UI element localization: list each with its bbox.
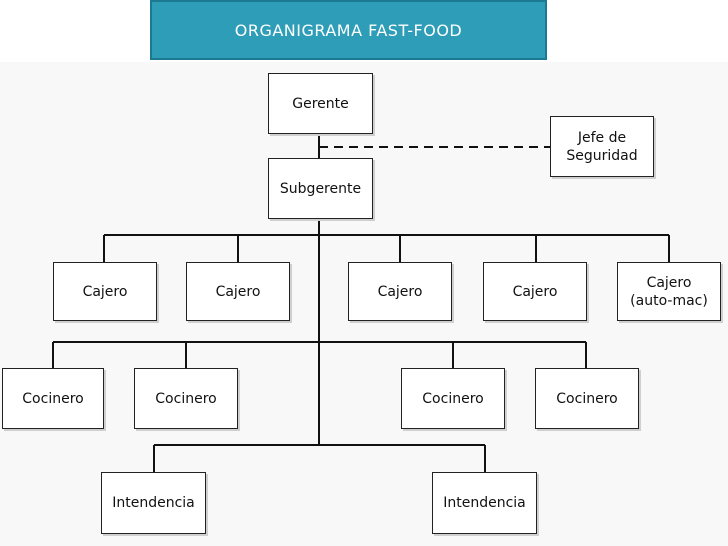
- node-cajero-3-label: Cajero: [377, 283, 423, 300]
- node-cocinero-4-label: Cocinero: [556, 390, 618, 407]
- node-cajero-4-label: Cajero: [512, 283, 558, 300]
- diagram-title-text: ORGANIGRAMA FAST-FOOD: [234, 20, 463, 40]
- node-jefe-seguridad-label: Jefe de Seguridad: [566, 129, 638, 164]
- node-jefe-seguridad: Jefe de Seguridad: [550, 116, 654, 177]
- node-cajero-2-label: Cajero: [215, 283, 261, 300]
- node-cajero-3: Cajero: [348, 262, 452, 321]
- node-intendencia-2: Intendencia: [432, 472, 537, 534]
- node-cajero-4: Cajero: [483, 262, 587, 321]
- node-cocinero-3-label: Cocinero: [422, 390, 484, 407]
- node-cajero-1: Cajero: [53, 262, 157, 321]
- node-intendencia-2-label: Intendencia: [443, 495, 526, 511]
- node-subgerente-label: Subgerente: [279, 180, 362, 197]
- node-cocinero-3: Cocinero: [401, 368, 505, 429]
- node-gerente-label: Gerente: [292, 95, 349, 112]
- node-cajero-automac-label: Cajero (auto-mac): [630, 274, 708, 309]
- node-cajero-2: Cajero: [186, 262, 290, 321]
- node-cocinero-2: Cocinero: [134, 368, 238, 429]
- node-intendencia-1: Intendencia: [101, 472, 206, 534]
- node-cocinero-1-label: Cocinero: [22, 390, 84, 407]
- node-cocinero-4: Cocinero: [535, 368, 639, 429]
- diagram-title: ORGANIGRAMA FAST-FOOD: [150, 0, 547, 60]
- node-cajero-1-label: Cajero: [82, 283, 128, 300]
- node-intendencia-1-label: Intendencia: [112, 495, 195, 511]
- node-subgerente: Subgerente: [268, 158, 373, 219]
- node-cajero-automac: Cajero (auto-mac): [617, 262, 721, 321]
- node-cocinero-1: Cocinero: [2, 368, 104, 429]
- node-cocinero-2-label: Cocinero: [155, 390, 217, 407]
- node-gerente: Gerente: [268, 73, 373, 134]
